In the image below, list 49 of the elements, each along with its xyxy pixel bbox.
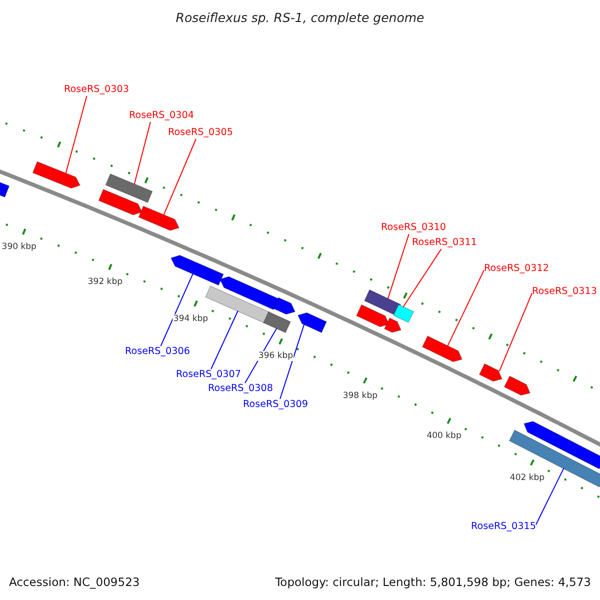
gene-label: RoseRS_0309	[243, 399, 308, 411]
gene-block	[478, 363, 503, 382]
gene-label: RoseRS_0303	[64, 84, 129, 96]
gene-block	[504, 376, 531, 396]
gene-label: RoseRS_0312	[484, 263, 549, 275]
gene-block	[272, 297, 296, 315]
gene-block	[356, 304, 390, 328]
gene-label: RoseRS_0305	[168, 127, 233, 139]
gene-block	[523, 420, 600, 470]
scale-label: 390 kbp	[0, 242, 38, 252]
gene-block	[138, 206, 180, 231]
gene-label: RoseRS_0311	[412, 237, 477, 249]
gene-block	[219, 276, 280, 310]
leader-line	[65, 96, 88, 174]
leader-line	[447, 270, 484, 346]
map-title: Roseiflexus sp. RS-1, complete genome	[174, 10, 426, 25]
gene-block	[508, 430, 600, 488]
scale-label: 392 kbp	[86, 277, 124, 287]
accession-text: Accession: NC_009523	[9, 575, 140, 589]
gene-block	[364, 289, 402, 316]
gene-label: RoseRS_0304	[129, 110, 194, 122]
gene-block	[105, 173, 153, 204]
gene-block	[170, 254, 224, 286]
leader-line	[280, 324, 305, 400]
gene-block	[422, 335, 463, 362]
gene-block	[262, 311, 292, 334]
genome-summary: Topology: circular; Length: 5,801,598 bp; Genes: 4,573	[275, 575, 591, 589]
scale-label: 402 kbp	[508, 472, 546, 483]
leader-line	[160, 273, 194, 346]
leader-line	[387, 234, 410, 300]
scale-label: 400 kbp	[426, 430, 462, 441]
leader-line	[163, 138, 196, 216]
scale-label: 396 kbp	[257, 351, 294, 362]
scale-label: 394 kbp	[172, 314, 210, 324]
gene-block	[297, 312, 328, 334]
gene-label: RoseRS_0306	[125, 346, 190, 358]
gene-block	[32, 161, 81, 189]
gene-label: RoseRS_0307	[176, 369, 241, 381]
gene-label: RoseRS_0308	[208, 383, 273, 395]
leader-line	[210, 310, 238, 370]
scale-label: 398 kbp	[342, 390, 378, 401]
gene-label: RoseRS_0315	[471, 521, 536, 533]
gene-label: RoseRS_0313	[532, 286, 597, 298]
gene-block	[98, 188, 143, 216]
gene-label: RoseRS_0310	[381, 222, 446, 234]
leader-line	[402, 248, 442, 308]
gene-block	[392, 304, 414, 324]
leader-line	[134, 122, 151, 184]
leader-line	[498, 292, 532, 372]
